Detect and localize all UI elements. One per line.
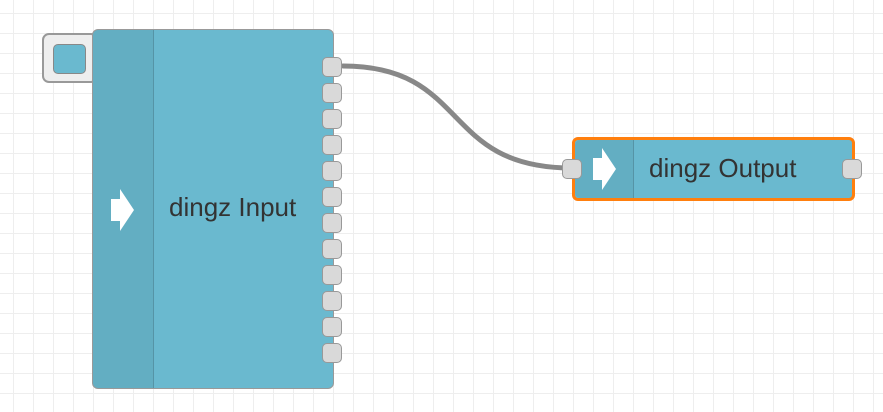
- node-trigger-button-face[interactable]: [53, 44, 86, 74]
- node-dingz-input[interactable]: dingz Input: [92, 29, 342, 389]
- node-icon-area: [575, 140, 634, 198]
- output-port-3[interactable]: [322, 109, 342, 129]
- output-port-9[interactable]: [322, 265, 342, 285]
- output-port-5[interactable]: [322, 161, 342, 181]
- output-port-11[interactable]: [322, 317, 342, 337]
- wire-input-to-output[interactable]: [340, 63, 575, 171]
- node-trigger-button[interactable]: [42, 33, 98, 83]
- output-port-4[interactable]: [322, 135, 342, 155]
- output-port-10[interactable]: [322, 291, 342, 311]
- arrow-in-icon: [111, 189, 134, 231]
- node-label: dingz Output: [649, 153, 797, 183]
- arrow-in-icon: [593, 148, 616, 190]
- node-icon-area: [93, 30, 154, 388]
- output-port-7[interactable]: [322, 213, 342, 233]
- node-dingz-output[interactable]: dingz Output: [562, 137, 862, 201]
- output-port-1[interactable]: [322, 57, 342, 77]
- node-label: dingz Input: [169, 192, 297, 222]
- output-port-8[interactable]: [322, 239, 342, 259]
- output-port[interactable]: [842, 159, 862, 179]
- input-port[interactable]: [562, 159, 582, 179]
- output-port-12[interactable]: [322, 343, 342, 363]
- output-port-6[interactable]: [322, 187, 342, 207]
- output-port-2[interactable]: [322, 83, 342, 103]
